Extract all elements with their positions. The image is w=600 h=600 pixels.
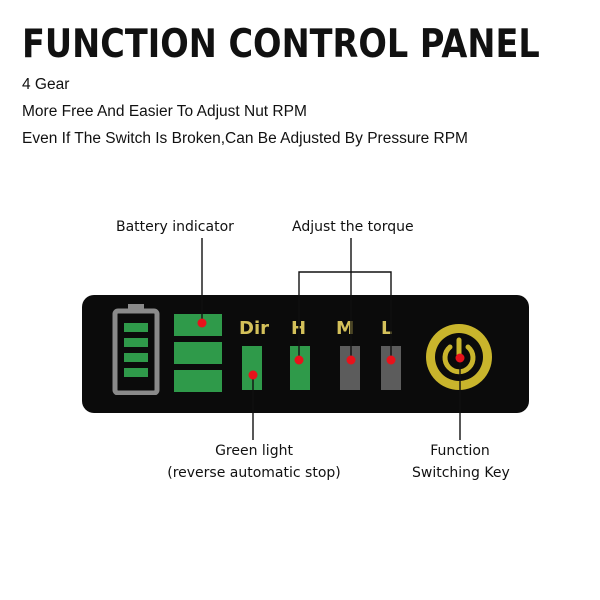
- torque-callout: Adjust the torque: [292, 219, 414, 235]
- battery-led-3: [174, 370, 222, 392]
- l-gear-led: [381, 346, 401, 390]
- green-light-callout-line-2: (reverse automatic stop): [167, 465, 341, 481]
- m-label: M: [336, 318, 354, 339]
- feature-line-3: Even If The Switch Is Broken,Can Be Adju…: [22, 130, 468, 147]
- h-label: H: [291, 318, 307, 339]
- battery-indicator-callout: Battery indicator: [116, 219, 234, 235]
- feature-line-1: 4 Gear: [22, 76, 70, 93]
- battery-led-2: [174, 342, 222, 364]
- battery-bar-1: [124, 323, 148, 332]
- green-light-callout: Green light (reverse automatic stop): [166, 440, 342, 484]
- battery-bar-3: [124, 353, 148, 362]
- function-switching-key[interactable]: [424, 322, 494, 392]
- green-light-callout-line-1: Green light: [215, 443, 293, 459]
- battery-bar-4: [124, 368, 148, 377]
- battery-bar-2: [124, 338, 148, 347]
- function-key-callout: Function Switching Key: [412, 440, 510, 484]
- dir-label: Dir: [239, 318, 269, 339]
- l-label: L: [381, 318, 393, 339]
- dir-led: [242, 346, 262, 390]
- function-key-callout-line-1: Function: [430, 443, 490, 459]
- h-gear-led: [290, 346, 310, 390]
- page-title: FUNCTION CONTROL PANEL: [22, 22, 540, 67]
- feature-line-2: More Free And Easier To Adjust Nut RPM: [22, 103, 307, 120]
- battery-indicator-leds: [174, 314, 222, 392]
- battery-led-1: [174, 314, 222, 336]
- m-gear-led: [340, 346, 360, 390]
- battery-icon: [112, 304, 160, 395]
- function-key-callout-line-2: Switching Key: [412, 465, 510, 481]
